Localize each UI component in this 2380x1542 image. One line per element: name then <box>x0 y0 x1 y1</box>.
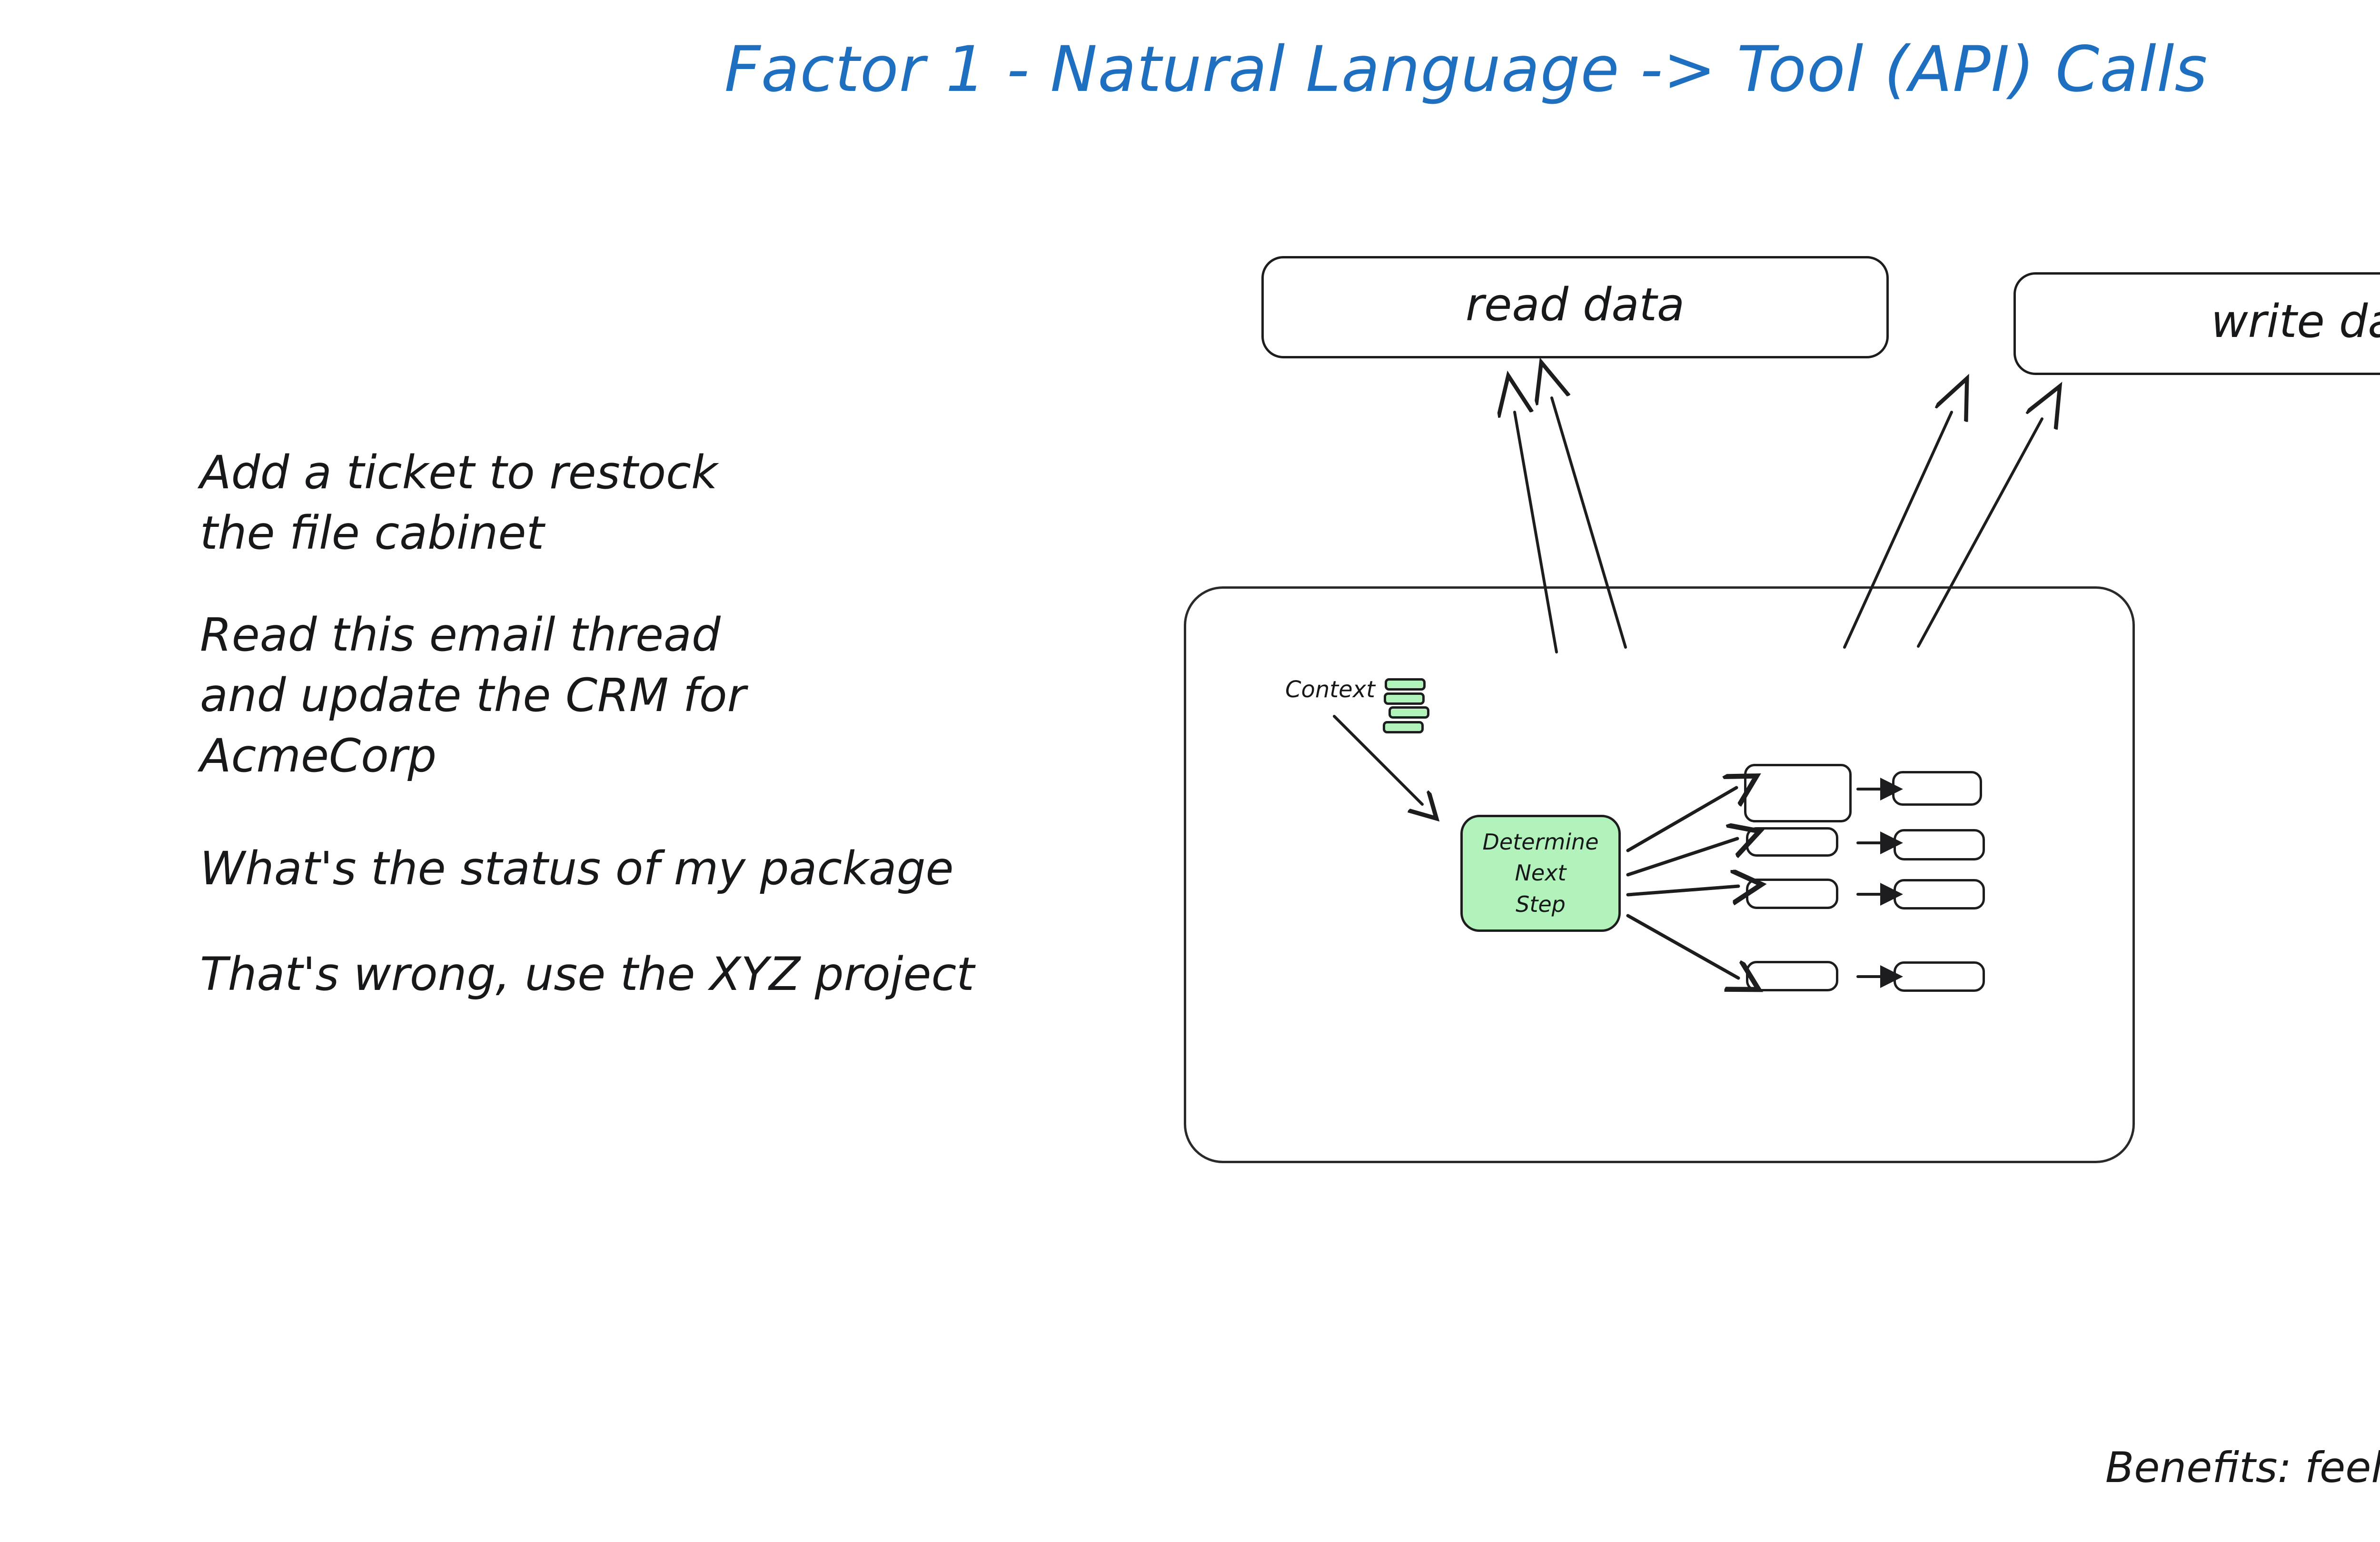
step-box-right[interactable] <box>1894 879 1985 909</box>
determine-next-step-line-1: Determine <box>1482 829 1599 855</box>
step-box-right[interactable] <box>1894 961 1985 992</box>
determine-next-step-line-2: Next <box>1515 860 1567 886</box>
prompt-email-crm: Read this email thread and update the CR… <box>200 608 746 782</box>
step-box-right[interactable] <box>1894 829 1985 860</box>
agent-loop-container <box>1184 586 2135 1163</box>
context-stack-icon <box>1383 678 1478 735</box>
context-bar <box>1383 721 1424 733</box>
step-box-left[interactable] <box>1746 827 1838 857</box>
tool-box-write-data[interactable]: write data <box>2013 272 2380 375</box>
determine-next-step-line-3: Step <box>1516 891 1566 917</box>
context-bar <box>1388 706 1429 719</box>
tool-box-read-data-label: read data <box>1465 279 1685 331</box>
context-label: Context <box>1285 676 1375 703</box>
step-box-right[interactable] <box>1892 771 1982 806</box>
tool-box-read-data[interactable]: read data <box>1261 256 1889 358</box>
context-bar <box>1385 678 1426 691</box>
step-box-left[interactable] <box>1744 764 1852 822</box>
step-box-left[interactable] <box>1746 879 1838 909</box>
step-box-left[interactable] <box>1746 961 1838 991</box>
determine-next-step-node[interactable]: Determine Next Step <box>1460 815 1621 932</box>
prompt-ticket-restock: Add a ticket to restock the file cabinet <box>200 446 718 560</box>
prompt-wrong-project: That's wrong, use the XYZ project <box>200 948 974 1001</box>
tool-box-write-data-label: write data <box>2211 295 2380 348</box>
benefits-note: Benefits: feels like magic <box>2105 1443 2380 1492</box>
prompt-examples-list: Add a ticket to restock the file cabinet… <box>200 443 1152 1005</box>
context-bar <box>1384 692 1425 705</box>
prompt-package-status: What's the status of my package <box>200 841 954 895</box>
page-title: Factor 1 - Natural Language -> Tool (API… <box>724 33 2208 106</box>
